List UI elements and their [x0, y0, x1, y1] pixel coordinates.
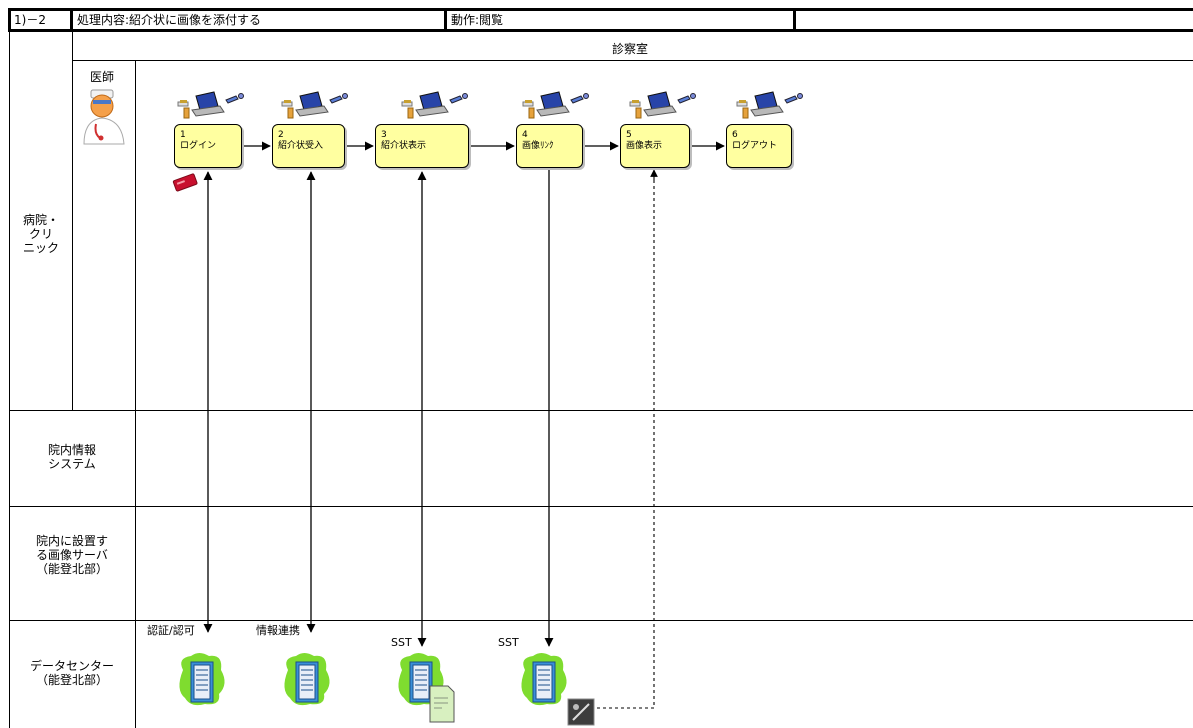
server-caption-sst: SST [391, 636, 412, 649]
step-image-display[interactable]: 5 画像表示 [620, 124, 690, 168]
lane-label-datacenter: データセンター （能登北部） [29, 659, 114, 687]
header-divider [444, 8, 447, 32]
lane-label-hospital-system: 院内情報 システム [47, 443, 96, 471]
step-label: ログアウト [732, 141, 778, 151]
step-label: ログイン [180, 141, 217, 151]
grid-line [135, 60, 136, 728]
step-number: 1 [180, 130, 186, 140]
step-referral-receive[interactable]: 2 紹介状受入 [272, 124, 345, 168]
step-login[interactable]: 1 ログイン [174, 124, 242, 168]
step-logout[interactable]: 6 ログアウト [726, 124, 792, 168]
step-number: 3 [381, 130, 387, 140]
header-left-border [8, 8, 11, 32]
location-label: 診察室 [612, 42, 649, 56]
header-divider [70, 8, 73, 32]
step-label: 画像表示 [626, 141, 663, 151]
grid-line [9, 506, 1193, 507]
header-bottom-border [8, 29, 1193, 32]
grid-line [9, 410, 1193, 411]
step-referral-display[interactable]: 3 紹介状表示 [375, 124, 469, 168]
document-icon [429, 685, 455, 723]
doctor-avatar-icon [83, 89, 125, 145]
image-file-icon [567, 698, 595, 726]
top-border [8, 8, 1193, 11]
step-label: 紹介状表示 [381, 141, 427, 151]
server-icon [520, 652, 568, 706]
server-caption-info-link: 情報連携 [256, 624, 300, 637]
process-content: 処理内容:紹介状に画像を添付する [77, 13, 262, 27]
lane-label-hospital: 病院・ クリ ニック [22, 213, 59, 255]
actor-label: 医師 [90, 70, 115, 84]
grid-line [9, 32, 10, 728]
step-image-link[interactable]: 4 画像ﾘﾝｸ [516, 124, 583, 168]
step-number: 5 [626, 130, 632, 140]
step-number: 2 [278, 130, 284, 140]
step-label: 紹介状受入 [278, 141, 324, 151]
server-caption-sst: SST [498, 636, 519, 649]
server-caption-auth: 認証/認可 [147, 624, 195, 637]
id-card-icon [172, 173, 198, 192]
grid-line [72, 60, 1193, 61]
process-id: 1)－2 [14, 13, 46, 27]
grid-line [72, 32, 73, 410]
step-number: 4 [522, 130, 528, 140]
server-icon [283, 652, 331, 706]
grid-line [9, 620, 1193, 621]
step-label: 画像ﾘﾝｸ [522, 141, 554, 151]
server-icon [178, 652, 226, 706]
lane-label-image-server: 院内に設置す る画像サーバ （能登北部） [35, 534, 108, 576]
step-number: 6 [732, 130, 738, 140]
header-divider [793, 8, 796, 32]
operation-label: 動作:閲覧 [451, 13, 504, 27]
